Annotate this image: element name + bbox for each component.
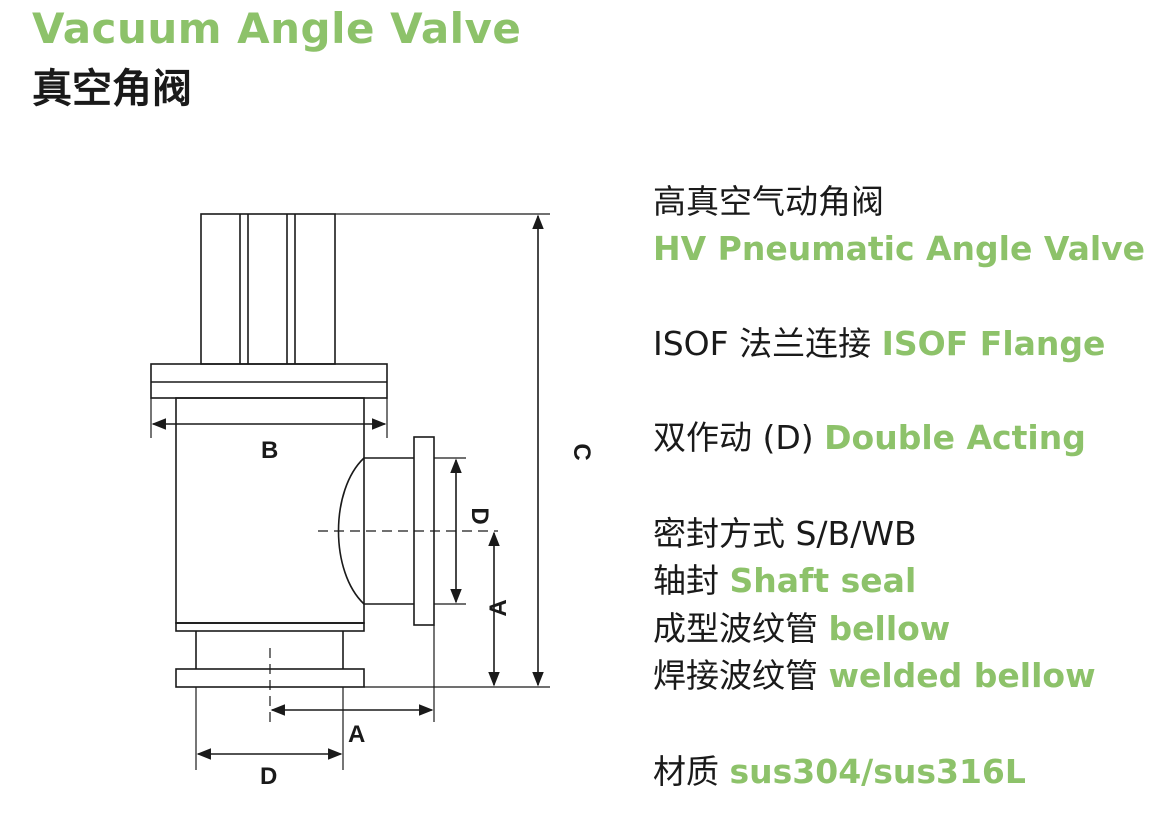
body-bottom-ring — [175, 622, 365, 632]
dim-d-bottom-label: D — [260, 763, 277, 790]
spec-bellow: 成型波纹管 bellow — [653, 609, 951, 648]
spec-shaft-seal: 轴封 Shaft seal — [653, 561, 917, 600]
dim-b-label: B — [261, 437, 278, 464]
actuator-body — [200, 213, 336, 365]
dim-a-bottom-label: A — [348, 721, 365, 748]
spec-acting: 双作动 (D) Double Acting — [653, 418, 1086, 457]
valve-body — [175, 397, 365, 624]
spec-type-en: HV Pneumatic Angle Valve — [653, 229, 1146, 268]
page-title-cn: 真空角阀 — [32, 66, 192, 112]
dim-a-side-label: A — [485, 599, 512, 616]
spec-seal-type: 密封方式 S/B/WB — [653, 514, 917, 553]
spec-welded-bellow: 焊接波纹管 welded bellow — [653, 656, 1096, 695]
page-title-en: Vacuum Angle Valve — [32, 4, 522, 53]
spec-material: 材质 sus304/sus316L — [653, 752, 1026, 791]
spec-type-cn: 高真空气动角阀 — [653, 182, 884, 221]
top-flange — [150, 363, 388, 399]
dim-d-side-label: D — [466, 507, 493, 524]
spec-flange: ISOF 法兰连接 ISOF Flange — [653, 324, 1106, 363]
dim-c-label: C — [568, 443, 595, 460]
